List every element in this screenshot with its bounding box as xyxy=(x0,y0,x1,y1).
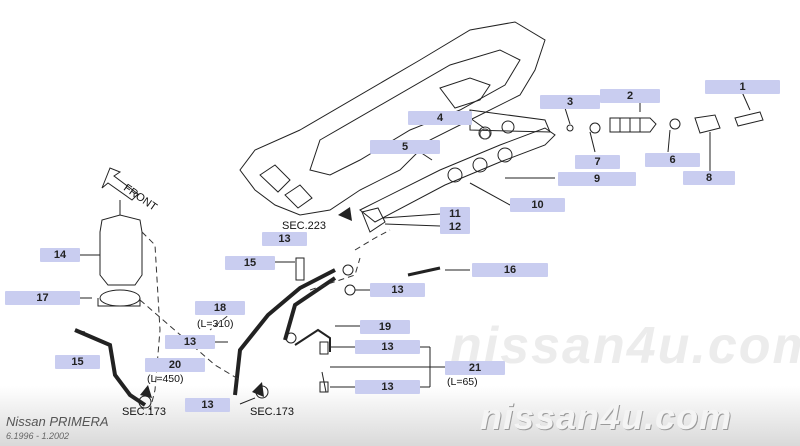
hose-18-length: (L=310) xyxy=(197,318,234,330)
front-arrow-icon xyxy=(101,167,139,201)
callout-16[interactable]: 16 xyxy=(472,263,548,277)
callout-8[interactable]: 8 xyxy=(683,171,735,185)
callout-12[interactable]: 12 xyxy=(440,220,470,234)
hose-20-length: (L=450) xyxy=(147,373,184,385)
fuel-filter xyxy=(99,214,143,286)
callout-7[interactable]: 7 xyxy=(575,155,620,169)
hose-20 xyxy=(74,328,147,407)
sec-arrow-icon xyxy=(252,382,264,397)
production-dates: 6.1996 - 1.2002 xyxy=(6,431,70,441)
callout-18[interactable]: 18 xyxy=(195,301,245,315)
callout-6[interactable]: 6 xyxy=(645,153,700,167)
hose-18 xyxy=(233,268,336,396)
section-ref-sec173-right[interactable]: SEC.173 xyxy=(250,406,295,418)
section-ref-sec223[interactable]: SEC.223 xyxy=(282,220,327,232)
injector xyxy=(609,117,657,133)
callout-3[interactable]: 3 xyxy=(540,95,600,109)
callout-19[interactable]: 19 xyxy=(360,320,410,334)
callout-13-c[interactable]: 13 xyxy=(165,335,215,349)
sec-arrow-icon xyxy=(338,207,352,221)
callout-2[interactable]: 2 xyxy=(600,89,660,103)
brand-logo: nissan4u.com xyxy=(480,396,733,437)
callout-15-b[interactable]: 15 xyxy=(55,355,100,369)
callout-13-b[interactable]: 13 xyxy=(370,283,425,297)
section-ref-sec173-left[interactable]: SEC.173 xyxy=(122,406,167,418)
callout-1[interactable]: 1 xyxy=(705,80,780,94)
fuel-rail xyxy=(359,127,556,223)
hose-21-length: (L=65) xyxy=(447,376,478,388)
callout-17[interactable]: 17 xyxy=(5,291,80,305)
callout-4[interactable]: 4 xyxy=(408,111,472,125)
callout-9[interactable]: 9 xyxy=(558,172,636,186)
callout-10[interactable]: 10 xyxy=(510,198,565,212)
callout-20[interactable]: 20 xyxy=(145,358,205,372)
model-name: Nissan PRIMERA xyxy=(6,414,109,429)
watermark: nissan4u.com xyxy=(450,317,800,375)
callout-13-d[interactable]: 13 xyxy=(355,340,420,354)
callout-13-e[interactable]: 13 xyxy=(355,380,420,394)
callout-14[interactable]: 14 xyxy=(40,248,80,262)
sec-arrow-icon xyxy=(140,385,152,398)
engine-outline xyxy=(239,21,546,216)
callout-13-f[interactable]: 13 xyxy=(185,398,230,412)
callout-11[interactable]: 11 xyxy=(440,207,470,221)
callout-21[interactable]: 21 xyxy=(445,361,505,375)
callout-15-a[interactable]: 15 xyxy=(225,256,275,270)
callout-5[interactable]: 5 xyxy=(370,140,440,154)
callout-13-a[interactable]: 13 xyxy=(262,232,307,246)
